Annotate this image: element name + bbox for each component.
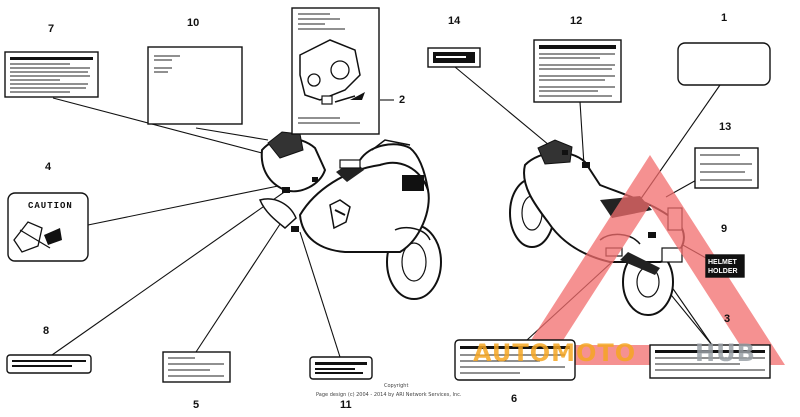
label-10 [147, 46, 243, 125]
label-3 [649, 344, 771, 379]
motorcycle-left [258, 131, 442, 300]
label-9: HELMET HOLDER [705, 254, 745, 278]
callout-1: 1 [721, 12, 727, 24]
label-8 [6, 354, 92, 374]
motorcycle-right [509, 139, 685, 316]
callout-9: 9 [721, 223, 727, 235]
callout-5: 5 [193, 399, 199, 411]
label-12 [533, 39, 622, 103]
label-7 [4, 51, 99, 98]
watermark-text-gray: HUB [695, 339, 756, 367]
callout-4: 4 [45, 161, 52, 173]
label-6 [454, 339, 576, 381]
label-5 [162, 351, 231, 383]
callout-10: 10 [187, 17, 199, 29]
watermark-text-orange: AUTOMOTO [473, 339, 636, 367]
copyright: Copyright Page design (c) 2004 - 2014 by… [316, 383, 462, 398]
helmet-line1: HELMET [708, 259, 738, 266]
helmet-line2: HOLDER [708, 268, 738, 275]
copyright-line2: Page design (c) 2004 - 2014 by ARI Netwo… [316, 392, 462, 398]
callout-8: 8 [43, 325, 49, 337]
copyright-line1: Copyright [384, 383, 408, 389]
label-2 [291, 7, 380, 135]
callout-6: 6 [511, 393, 517, 405]
callout-14: 14 [448, 15, 461, 27]
label-1 [677, 42, 771, 86]
callout-7: 7 [48, 23, 54, 35]
label-13 [694, 147, 759, 189]
label-14 [427, 47, 481, 68]
watermark-text: AUTOMOTO HUB [473, 339, 756, 367]
label-11 [309, 356, 373, 380]
callout-12: 12 [570, 15, 582, 27]
callout-13: 13 [719, 121, 731, 133]
label-4: CAUTION [7, 192, 89, 262]
callout-3: 3 [724, 313, 730, 325]
callout-numbers: 1 2 3 4 5 6 7 8 9 10 11 12 13 14 [43, 12, 731, 411]
callout-11: 11 [340, 399, 352, 411]
callout-2: 2 [399, 94, 405, 106]
caution-text: CAUTION [28, 201, 73, 211]
